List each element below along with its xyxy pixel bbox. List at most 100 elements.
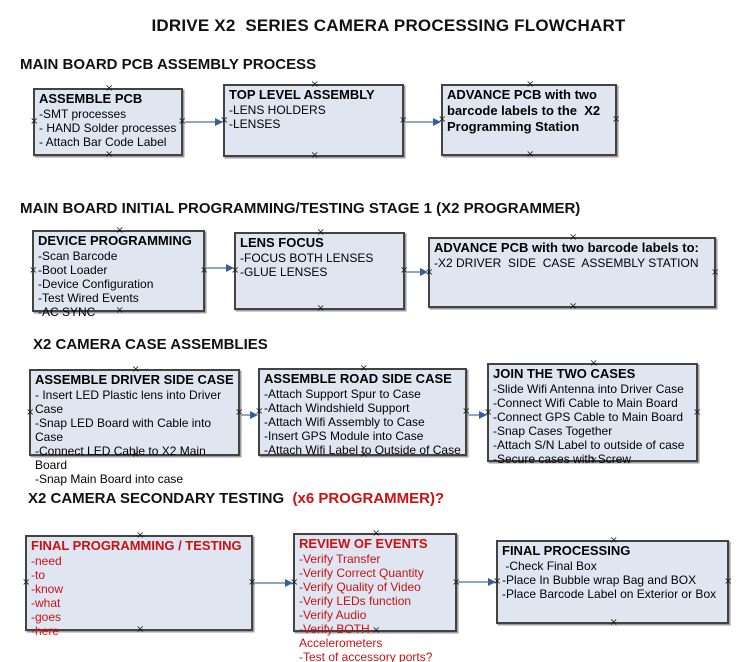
box-title: FINAL PROCESSING [502,543,631,558]
box-item: -Verify Correct Quantity [299,566,424,580]
box-title: JOIN THE TWO CASES [493,366,636,381]
box-item: -Verify BOTH Accelerometers [299,622,383,650]
process-box: ADVANCE PCB with two barcode labels to t… [438,80,621,160]
connection-handle-icon[interactable]: × [589,455,598,466]
box-item: -here [31,624,60,638]
connection-handle-icon[interactable]: × [372,625,381,636]
box-item: - HAND Solder processes [39,121,177,135]
box-item: -Attach Support Spur to Case [264,387,421,401]
box-item: - Insert LED Plastic lens into Driver Ca… [35,388,225,416]
box-item: -Snap Main Board into case [35,472,184,486]
connection-handle-icon[interactable]: × [425,266,434,278]
connection-handle-icon[interactable]: × [136,530,145,541]
process-box: TOP LEVEL ASSEMBLY-LENS HOLDERS-LENSES××… [220,80,408,161]
connection-handle-icon[interactable]: × [22,577,31,588]
box-item: -Verify Quality of Video [299,580,421,594]
connection-handle-icon[interactable]: × [400,265,409,276]
process-box: ADVANCE PCB with two barcode labels to:-… [425,233,720,312]
connection-handle-icon[interactable]: × [115,305,124,316]
section-heading-text: X2 CAMERA CASE ASSEMBLIES [33,336,268,353]
connection-handle-icon[interactable]: × [609,535,618,546]
box-title: ASSEMBLE PCB [39,91,143,106]
connection-handle-icon[interactable]: × [438,114,447,125]
process-box: FINAL PROGRAMMING / TESTING-need-to-know… [22,531,257,639]
connection-handle-icon[interactable]: × [30,116,39,127]
connection-handle-icon[interactable]: × [462,406,471,417]
connection-handle-icon[interactable]: × [452,576,461,588]
box-item: -need [31,554,62,568]
connection-handle-icon[interactable]: × [526,149,535,160]
connection-handle-icon[interactable]: × [569,232,578,243]
section-heading-text: MAIN BOARD INITIAL PROGRAMMING/TESTING S… [20,200,581,217]
connection-handle-icon[interactable]: × [26,406,35,418]
process-box: LENS FOCUS-FOCUS BOTH LENSES-GLUE LENSES… [231,228,409,314]
connection-handle-icon[interactable]: × [526,79,535,90]
connection-handle-icon[interactable]: × [105,83,114,94]
box-item: -what [31,596,61,610]
section-heading-text: X2 CAMERA SECONDARY TESTING [28,490,285,507]
connection-handle-icon[interactable]: × [105,149,114,160]
connection-handle-icon[interactable]: × [131,364,140,375]
box-item: -Place Barcode Label on Exterior or Box [502,587,717,601]
connection-handle-icon[interactable]: × [569,301,578,312]
process-box: ASSEMBLE PCB-SMT processes- HAND Solder … [30,84,187,160]
connection-handle-icon[interactable]: × [200,265,209,276]
connection-handle-icon[interactable]: × [612,114,621,125]
connection-handle-icon[interactable]: × [131,449,140,460]
process-box: FINAL PROCESSING -Check Final Box -Place … [493,536,733,628]
box-title: ADVANCE PCB with two barcode labels to: [434,240,699,255]
connection-handle-icon[interactable]: × [290,576,299,588]
section-heading: X2 CAMERA SECONDARY TESTING (x6 PROGRAMM… [28,490,444,507]
connection-handle-icon[interactable]: × [711,266,720,278]
box-item: -GLUE LENSES [240,265,328,279]
box-item: -goes [31,610,62,624]
connection-handle-icon[interactable]: × [310,150,319,161]
section-heading: X2 CAMERA CASE ASSEMBLIES [33,336,268,353]
connection-handle-icon[interactable]: × [178,116,187,127]
connection-handle-icon[interactable]: × [693,406,702,418]
box-item: -Verify Transfer [299,552,381,566]
connection-handle-icon[interactable]: × [589,358,598,369]
arrow-head-icon [433,118,441,126]
flowchart-title: IDRIVE X2 SERIES CAMERA PROCESSING FLOWC… [151,16,626,35]
connection-handle-icon[interactable]: × [399,114,408,126]
connection-handle-icon[interactable]: × [493,576,502,587]
connection-handle-icon[interactable]: × [235,406,244,418]
connection-handle-icon[interactable]: × [609,617,618,628]
box-item: -Attach S/N Label to outside of case [493,438,685,452]
box-title: ASSEMBLE DRIVER SIDE CASE [35,372,234,387]
box-item: -Connect LED Cable to X2 Main Board [35,444,210,472]
process-box: REVIEW OF EVENTS-Verify Transfer-Verify … [290,529,461,662]
arrow-head-icon [250,411,258,419]
box-item: -know [31,582,64,596]
connection-handle-icon[interactable]: × [316,303,325,314]
box-title: TOP LEVEL ASSEMBLY [229,87,375,102]
connection-handle-icon[interactable]: × [316,227,325,238]
box-item: -Attach Wifi Label to Outside of Case [264,443,461,457]
connection-handle-icon[interactable]: × [248,577,257,588]
box-item: -Check Final Box [502,559,597,573]
connection-handle-icon[interactable]: × [724,576,733,587]
connection-handle-icon[interactable]: × [484,406,493,418]
connection-handle-icon[interactable]: × [310,79,319,90]
box-item: -LENSES [229,117,281,131]
connection-handle-icon[interactable]: × [220,114,229,126]
connection-handle-icon[interactable]: × [231,265,240,276]
connection-handle-icon[interactable]: × [359,449,368,460]
connection-handle-icon[interactable]: × [136,624,145,635]
flow-arrow-line [405,121,435,123]
connection-handle-icon[interactable]: × [372,528,381,539]
connection-handle-icon[interactable]: × [359,363,368,374]
box-item: -Slide Wifi Antenna into Driver Case [493,382,684,396]
connection-handle-icon[interactable]: × [255,406,264,417]
connection-handle-icon[interactable]: × [29,265,38,276]
box-item: -FOCUS BOTH LENSES [240,251,374,265]
connection-handle-icon[interactable]: × [115,225,124,236]
process-box: JOIN THE TWO CASES-Slide Wifi Antenna in… [484,359,702,467]
box-item: - Attach Bar Code Label [39,135,167,149]
box-item: -Verify LEDs function [299,594,412,608]
section-heading-red-text: (x6 PROGRAMMER)? [284,490,445,507]
box-item: -Connect Wifi Cable to Main Board [493,396,678,410]
flow-arrow-line [254,582,287,584]
